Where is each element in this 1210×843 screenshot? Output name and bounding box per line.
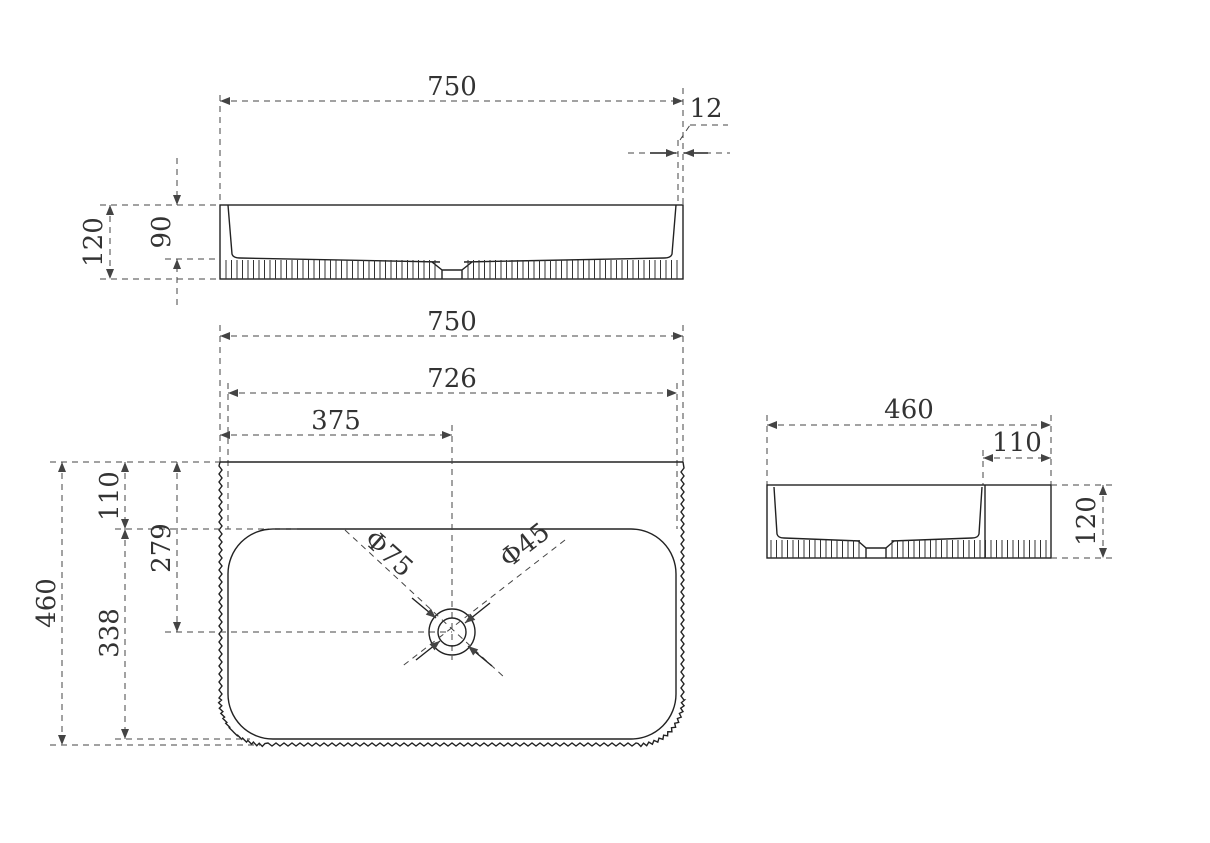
plan-width-label: 750 bbox=[427, 307, 477, 337]
rim-back-label: 110 bbox=[95, 471, 125, 521]
plan-view: 750 726 375 Φ75 Φ45 460 110 338 279 bbox=[32, 307, 687, 748]
drain-inner-dia-label: Φ45 bbox=[494, 517, 555, 574]
drain-offset-y-label: 279 bbox=[147, 523, 177, 573]
side-height-label: 120 bbox=[1072, 496, 1102, 546]
front-height-label: 120 bbox=[79, 217, 109, 267]
front-view: 750 12 120 90 bbox=[79, 72, 730, 305]
drain-outer-dia-label: Φ75 bbox=[358, 525, 419, 584]
bowl-depth-label: 90 bbox=[147, 215, 177, 248]
drain-inner bbox=[437, 617, 467, 647]
drain-outer bbox=[428, 608, 476, 656]
drain-offset-x-label: 375 bbox=[311, 406, 361, 436]
side-depth-label: 460 bbox=[884, 395, 934, 425]
fluting-side bbox=[770, 540, 1047, 558]
plan-depth-label: 460 bbox=[32, 578, 62, 628]
front-width-label: 750 bbox=[427, 72, 477, 102]
side-fluted-label: 110 bbox=[992, 428, 1042, 458]
bowl-front-label: 338 bbox=[95, 608, 125, 658]
rim-thickness-label: 12 bbox=[689, 94, 722, 124]
fluting-front bbox=[225, 260, 678, 279]
plan-inner-width-label: 726 bbox=[427, 364, 477, 394]
side-view: 460 110 120 bbox=[766, 395, 1112, 559]
fluted-outline bbox=[217, 461, 687, 748]
